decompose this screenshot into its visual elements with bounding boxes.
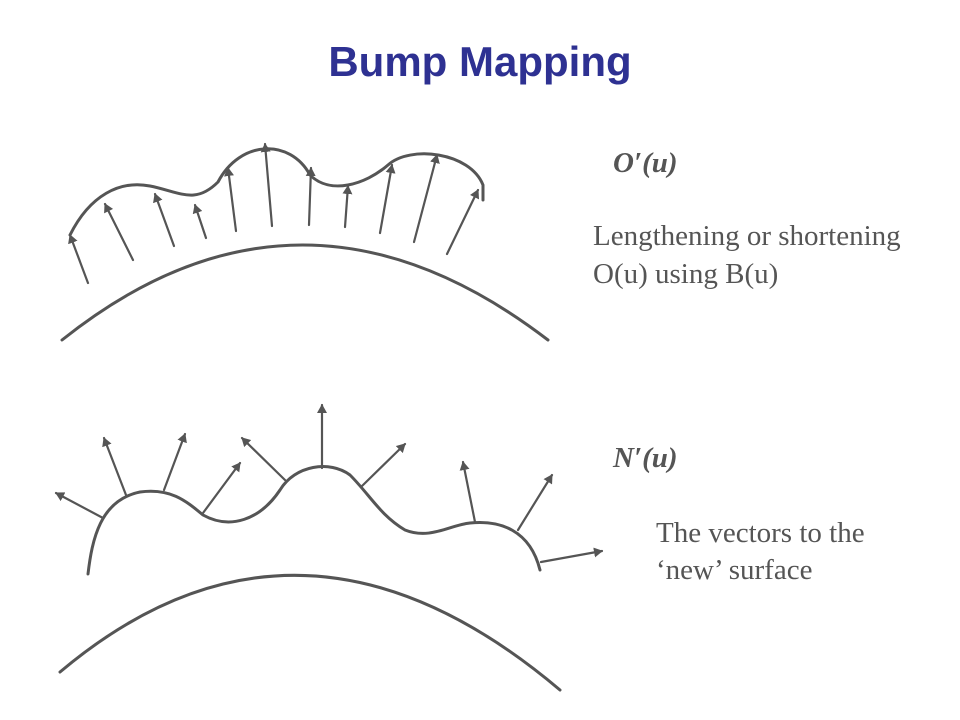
top-figure <box>60 142 550 342</box>
top-figure-description-line1: Lengthening or shortening <box>593 220 901 252</box>
bottom-vector <box>162 432 187 492</box>
top-vector <box>260 142 274 228</box>
top-bumped-surface <box>68 147 485 237</box>
bottom-figure-label-text: N′(u) <box>613 442 678 474</box>
top-vector <box>342 184 353 229</box>
top-vector <box>153 192 176 248</box>
bottom-figure-label: N′(u) <box>613 441 678 475</box>
bottom-vector <box>539 547 604 564</box>
top-vector <box>445 188 480 256</box>
bottom-figure <box>54 403 604 692</box>
bottom-figure-description-line1: The vectors to the <box>656 517 865 549</box>
bottom-vector <box>201 461 242 515</box>
top-vector <box>68 233 90 285</box>
top-vector <box>378 163 396 235</box>
bottom-vector <box>516 473 554 532</box>
bottom-bumped-surface <box>86 465 542 576</box>
bottom-vector <box>102 436 128 497</box>
top-displacement-vectors <box>68 142 480 285</box>
bottom-vector <box>360 442 407 488</box>
top-vector <box>224 166 238 233</box>
top-vector <box>412 153 440 244</box>
bottom-vector <box>459 460 477 524</box>
bottom-base-surface <box>58 573 562 692</box>
top-vector <box>103 202 135 262</box>
top-vector <box>305 166 316 227</box>
bottom-figure-description-line2: ‘new’ surface <box>656 554 813 586</box>
slide-title: Bump Mapping <box>328 38 632 85</box>
top-vector <box>192 203 208 240</box>
bottom-vector <box>54 491 105 520</box>
bottom-normal-vectors <box>54 403 604 564</box>
top-base-surface <box>60 243 550 342</box>
top-figure-description-line2: O(u) using B(u) <box>593 258 779 290</box>
top-figure-label-text: O′(u) <box>613 147 678 179</box>
bottom-vector <box>240 436 287 482</box>
top-figure-label: O′(u) <box>613 146 678 180</box>
